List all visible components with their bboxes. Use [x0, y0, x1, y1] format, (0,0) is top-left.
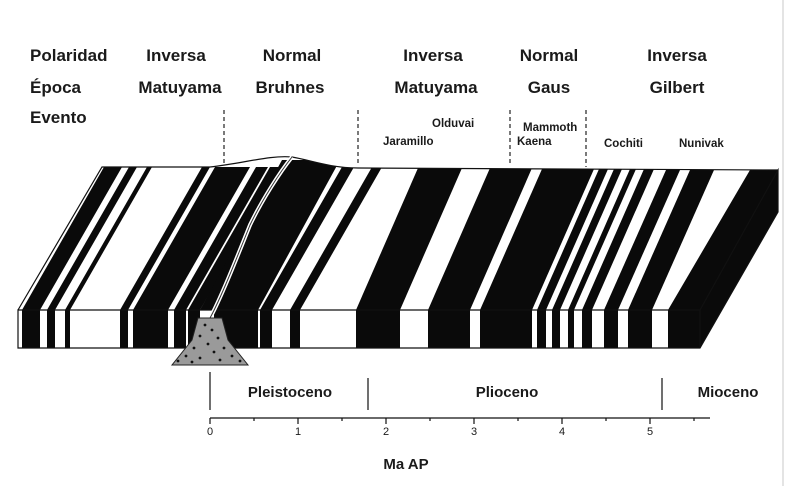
col2-epoch: Bruhnes [255, 78, 325, 97]
tick-label: 0 [206, 426, 214, 438]
col3-polarity: Inversa [403, 46, 463, 65]
row-label-polaridad: Polaridad [30, 46, 108, 65]
col2-polarity: Normal [262, 46, 322, 65]
col4-epoch: Gaus [527, 78, 571, 97]
epoch-bracket [209, 372, 663, 410]
row-label-epoca: Época [30, 78, 82, 97]
event-olduvai: Olduvai [432, 118, 475, 130]
event-jaramillo: Jaramillo [383, 136, 434, 148]
event-nunivak: Nunivak [679, 138, 724, 150]
event-cochiti: Cochiti [604, 138, 643, 150]
col1-epoch: Matuyama [138, 78, 222, 97]
tick-label: 1 [294, 426, 302, 438]
slab-front-face [18, 310, 700, 348]
col3-epoch: Matuyama [394, 78, 478, 97]
slab-top-face [18, 156, 778, 318]
time-axis [209, 417, 710, 424]
ridge-crack [208, 155, 294, 319]
epoch-mioceno: Mioceno [697, 384, 759, 401]
tick-label: 3 [470, 426, 478, 438]
event-kaena: Kaena [517, 136, 552, 148]
tick-label: 5 [646, 426, 654, 438]
tick-label: 4 [558, 426, 566, 438]
tick-label: 2 [382, 426, 390, 438]
col4-polarity: Normal [519, 46, 579, 65]
event-mammoth: Mammoth [523, 122, 578, 134]
col5-polarity: Inversa [647, 46, 707, 65]
col1-polarity: Inversa [146, 46, 206, 65]
col5-epoch: Gilbert [649, 78, 705, 97]
axis-title: Ma AP [383, 456, 429, 473]
epoch-plioceno: Plioceno [475, 384, 539, 401]
epoch-pleistoceno: Pleistoceno [247, 384, 333, 401]
row-label-evento: Evento [30, 108, 87, 127]
magma-plume-icon [170, 317, 250, 366]
